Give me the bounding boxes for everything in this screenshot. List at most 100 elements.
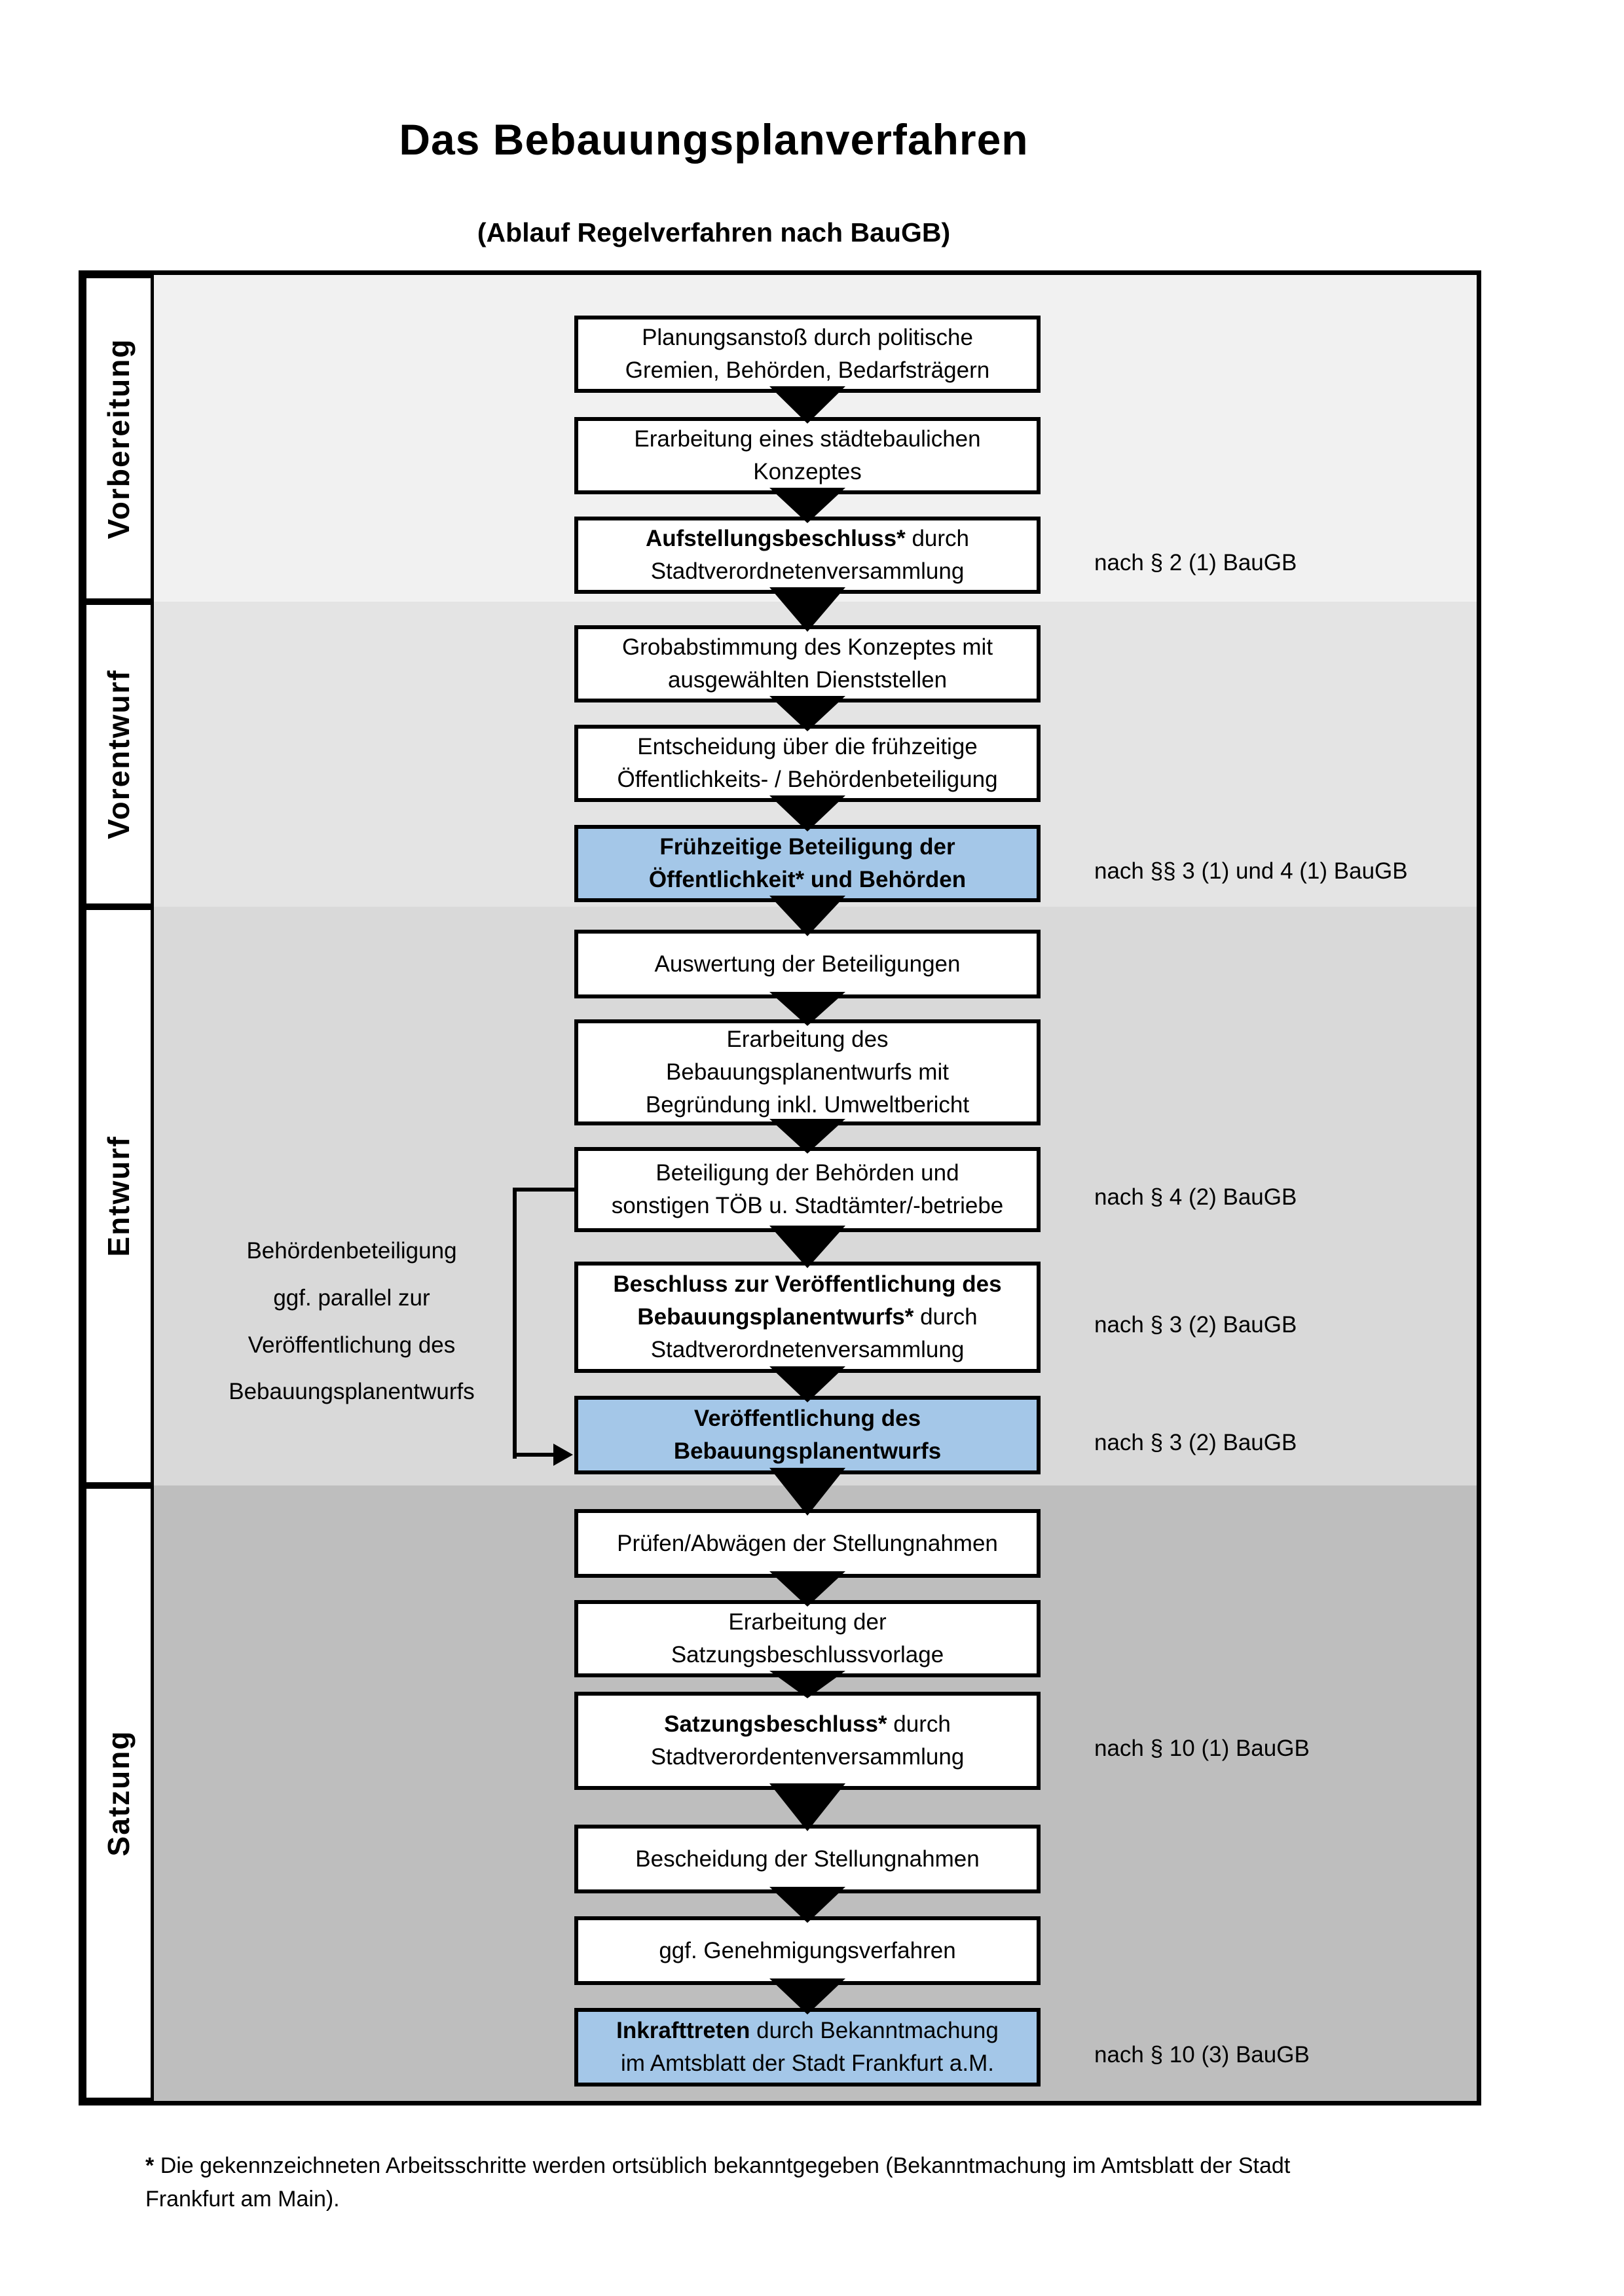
process-step-7: Auswertung der Beteiligungen [574,930,1041,998]
step-text-segment: durch Bekanntmachung [750,2018,999,2044]
step-text-line: Beteiligung der Behörden und [578,1157,1037,1190]
step-text-segment: Entscheidung über die frühzeitige [637,734,978,760]
phase-label: Entwurf [101,1135,136,1257]
law-reference: nach § 2 (1) BauGB [1094,550,1297,575]
step-text-line: Begründung inkl. Umweltbericht [578,1089,1037,1121]
step-text-segment: Aufstellungsbeschluss* [645,526,906,552]
step-text-segment: Grobabstimmung des Konzeptes mit [621,634,993,661]
step-text-segment: ggf. Genehmigungsverfahren [659,1937,956,1963]
step-text-segment: Stadtverordnetenversammlung [650,1336,965,1362]
step-text-segment: Gremien, Behörden, Bedarfsträgern [625,357,990,383]
step-text-segment: Satzungsbeschlussvorlage [671,1642,944,1667]
process-step-16: ggf. Genehmigungsverfahren [574,1916,1041,1985]
step-text-segment: Stadtverordentenversammlung [650,1744,965,1770]
step-text-segment: Konzeptes [753,459,862,484]
phase-label: Satzung [101,1730,136,1857]
step-text-segment: Bebauungsplanentwurfs* [637,1304,914,1330]
step-text-line: Entscheidung über die frühzeitige [578,731,1037,763]
step-text-segment: Veröffentlichung des [693,1406,921,1432]
step-text-line: Frühzeitige Beteiligung der [578,831,1037,864]
step-text-line: Stadtverordentenversammlung [578,1741,1037,1774]
footnote-marker: * [145,2153,155,2178]
step-text-line: Satzungsbeschlussvorlage [578,1639,1037,1671]
step-text-segment: Bebauungsplanentwurfs [673,1438,942,1464]
step-text-segment: Frühzeitige Beteiligung der [659,834,955,860]
step-text-segment: Stadtverordnetenversammlung [650,558,965,584]
process-step-4: Grobabstimmung des Konzeptes mit ausgewäh… [574,625,1041,702]
step-text-segment: Erarbeitung des [726,1027,889,1053]
step-text-line: Aufstellungsbeschluss* durch [578,522,1037,555]
step-text-line: Konzeptes [578,456,1037,488]
parallel-annotation: Behördenbeteiligung ggf. parallel zur Ve… [229,1238,475,1405]
step-text-line: Öffentlichkeit* und Behörden [578,864,1037,896]
law-reference: nach § 4 (2) BauGB [1094,1184,1297,1210]
step-text-line: Planungsanstoß durch politische [578,321,1037,354]
page-title: Das Bebauungsplanverfahren [399,115,1029,164]
law-reference: nach § 3 (2) BauGB [1094,1430,1297,1455]
step-text-line: Prüfen/Abwägen der Stellungnahmen [578,1527,1037,1560]
step-text-line: Erarbeitung des [578,1023,1037,1056]
step-text-segment: Planungsanstoß durch politische [642,325,973,351]
step-text-line: Erarbeitung der [578,1606,1037,1639]
phase-label-cell-entwurf: Entwurf [83,907,154,1485]
step-text-line: Veröffentlichung des [578,1402,1037,1435]
step-text-segment: im Amtsblatt der Stadt Frankfurt a.M. [621,2050,994,2076]
step-text-line: im Amtsblatt der Stadt Frankfurt a.M. [578,2047,1037,2080]
phase-label-cell-satzung: Satzung [83,1485,154,2101]
step-text-segment: Prüfen/Abwägen der Stellungnahmen [617,1530,998,1556]
step-text-line: Bebauungsplanentwurfs mit [578,1056,1037,1089]
process-step-15: Bescheidung der Stellungnahmen [574,1825,1041,1893]
phase-label-cell-vorentwurf: Vorentwurf [83,602,154,907]
footnote-text: Die gekennzeichneten Arbeitsschritte wer… [145,2153,1291,2212]
law-reference: nach § 10 (1) BauGB [1094,1736,1310,1761]
step-text-segment: durch [913,1304,978,1330]
step-text-segment: sonstigen TÖB u. Stadtämter/-betriebe [611,1193,1004,1218]
step-text-segment: Beschluss zur Veröffentlichung des [613,1271,1002,1298]
step-text-line: Beschluss zur Veröffentlichung des [578,1268,1037,1301]
parallel-connector-top-line [513,1188,574,1192]
step-text-segment: durch [887,1711,951,1738]
phase-label: Vorbereitung [101,338,136,539]
law-reference: nach §§ 3 (1) und 4 (1) BauGB [1094,858,1408,884]
step-text-line: Stadtverordnetenversammlung [578,1334,1037,1366]
step-text-line: sonstigen TÖB u. Stadtämter/-betriebe [578,1190,1037,1222]
step-text-segment: Bebauungsplanentwurfs mit [666,1059,949,1085]
step-text-segment: Satzungsbeschluss* [664,1711,887,1738]
step-text-segment: Erarbeitung der [728,1609,887,1635]
law-reference: nach § 10 (3) BauGB [1094,2042,1310,2068]
step-text-segment: Begründung inkl. Umweltbericht [645,1091,970,1118]
right-arrowhead-icon [553,1444,573,1466]
step-text-segment: Inkrafttreten [616,2018,750,2044]
page-subtitle: (Ablauf Regelverfahren nach BauGB) [477,217,951,247]
step-text-line: Inkrafttreten durch Bekanntmachung [578,2014,1037,2047]
step-text-line: Satzungsbeschluss* durch [578,1708,1037,1741]
step-text-line: Stadtverordnetenversammlung [578,555,1037,588]
step-text-line: Bescheidung der Stellungnahmen [578,1843,1037,1876]
flowchart: Behördenbeteiligung ggf. parallel zur Ve… [79,270,1481,2105]
footnote: * Die gekennzeichneten Arbeitsschritte w… [145,2149,1501,2216]
step-text-line: ggf. Genehmigungsverfahren [578,1935,1037,1967]
step-text-line: Grobabstimmung des Konzeptes mit [578,631,1037,664]
step-text-line: Bebauungsplanentwurfs [578,1435,1037,1468]
step-text-segment: Öffentlichkeit* und Behörden [648,867,967,892]
step-text-segment: Auswertung der Beteiligungen [654,951,961,977]
process-step-9: Beteiligung der Behörden und sonstigen TÖ… [574,1147,1041,1232]
step-text-segment: durch [905,526,970,552]
step-text-line: Erarbeitung eines städtebaulichen [578,423,1037,456]
step-text-segment: Beteiligung der Behörden und [655,1160,959,1186]
step-text-line: Auswertung der Beteiligungen [578,948,1037,981]
process-step-17: Inkrafttreten durch Bekanntmachung im Amt… [574,2008,1041,2086]
phase-label-cell-vorbereitung: Vorbereitung [83,275,154,602]
step-text-segment: ausgewählten Dienststellen [667,667,948,693]
step-text-line: Öffentlichkeits- / Behördenbeteiligung [578,763,1037,796]
step-text-segment: Bescheidung der Stellungnahmen [635,1846,980,1872]
